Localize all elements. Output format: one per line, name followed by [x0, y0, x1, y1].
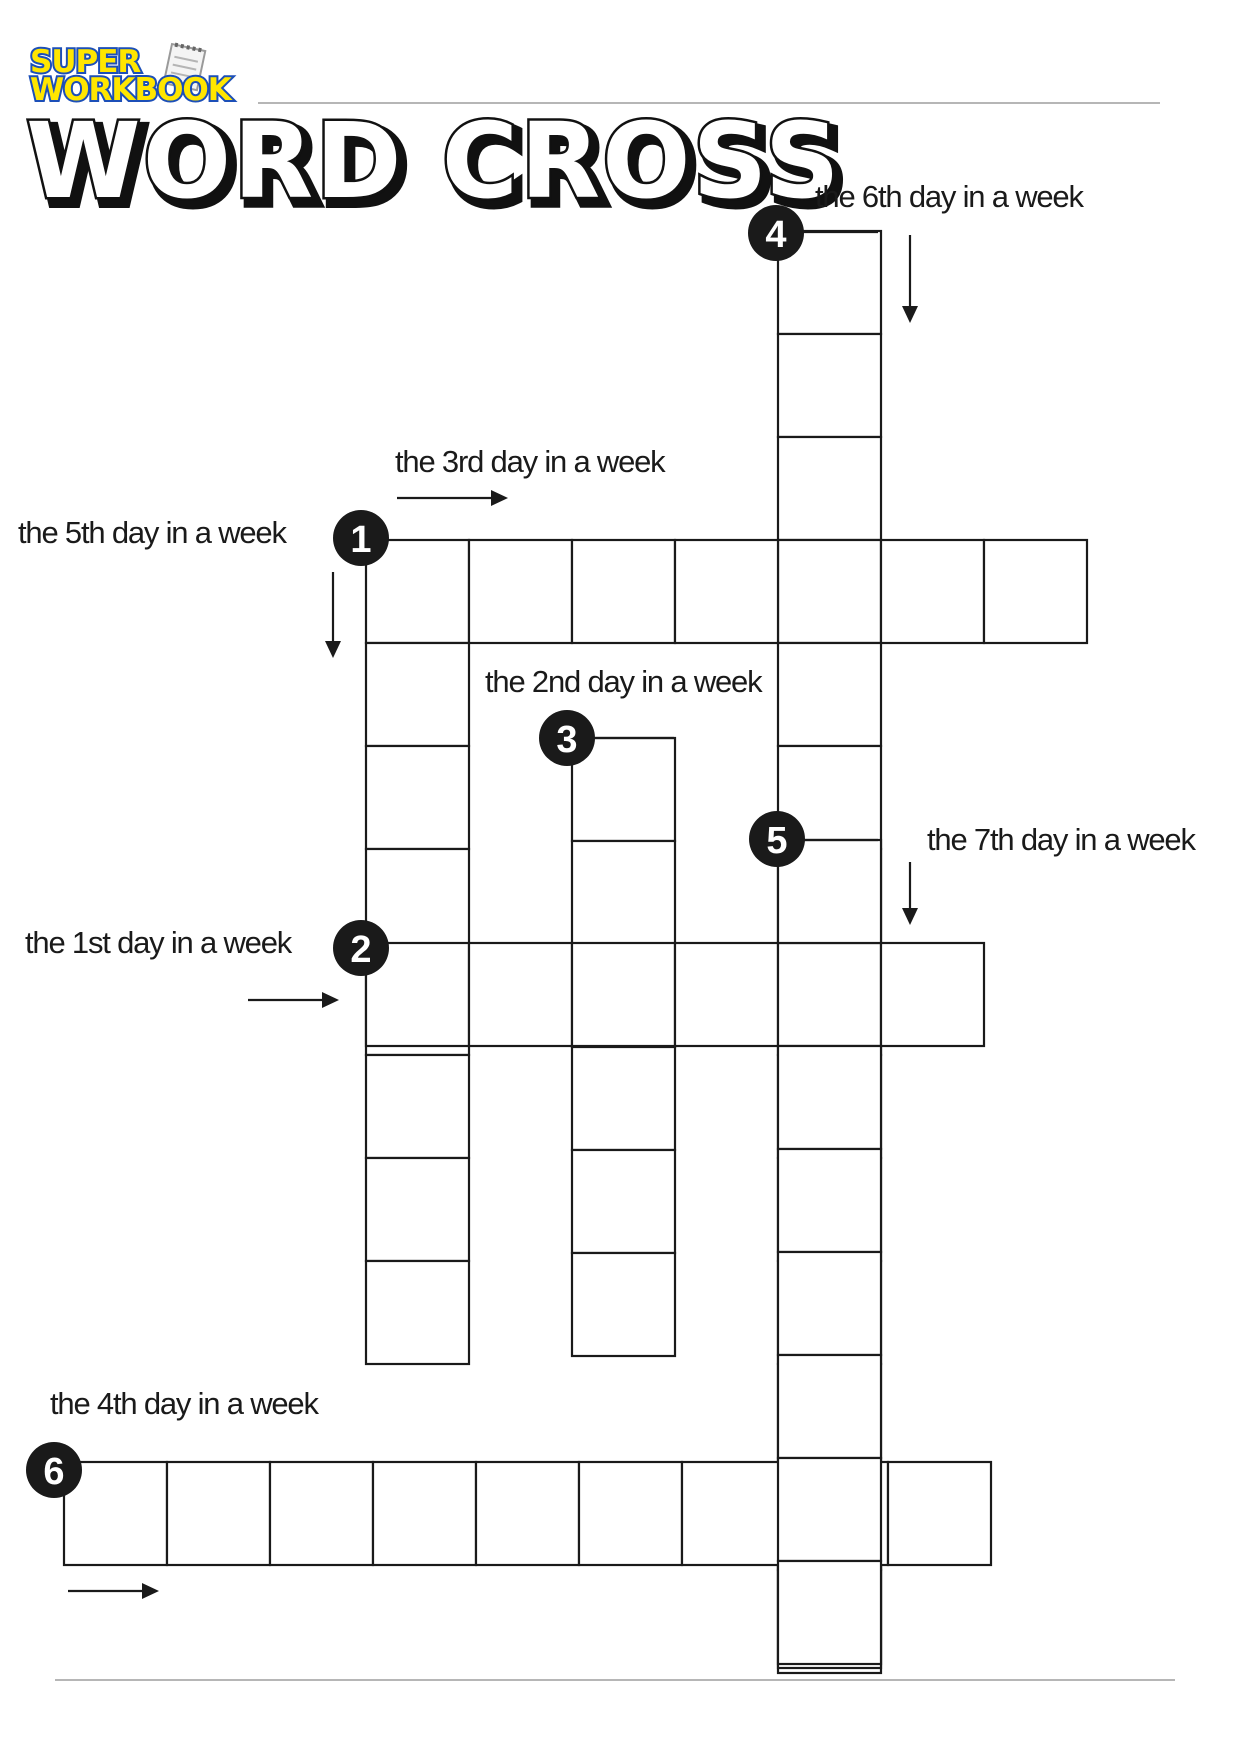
grid-cell[interactable] [570, 941, 677, 1048]
clue-5-number: 5 [766, 820, 787, 862]
clue-4-number: 4 [765, 214, 786, 256]
arrow-right-1a [397, 490, 508, 506]
grid-cell[interactable] [467, 941, 574, 1048]
grid-cell[interactable] [776, 1456, 883, 1563]
brand-logo: SUPER WORKBOOK [28, 42, 236, 110]
grid-cell[interactable] [364, 744, 471, 851]
grid-cell[interactable] [577, 1460, 684, 1567]
grid-cell[interactable] [776, 332, 883, 439]
clue-6-number: 6 [43, 1451, 64, 1493]
grid-cell[interactable] [776, 538, 883, 645]
clue-4-marker: 4 [748, 205, 804, 261]
crossword-grid [62, 229, 1089, 1675]
clue-4-text: the 6th day in a week [815, 179, 1084, 214]
grid-cell[interactable] [879, 538, 986, 645]
notepad-icon [162, 42, 207, 92]
grid-cell[interactable] [364, 1259, 471, 1366]
grid-cell[interactable] [982, 538, 1089, 645]
arrow-down-1 [325, 572, 341, 658]
clue-5-marker: 5 [749, 811, 805, 867]
grid-cell[interactable] [364, 641, 471, 748]
clue-3-number: 3 [556, 719, 577, 761]
grid-cell[interactable] [776, 1250, 883, 1357]
grid-cell[interactable] [570, 1251, 677, 1358]
arrow-right-2 [248, 992, 339, 1008]
clue-1-across-text: the 3rd day in a week [395, 444, 666, 479]
grid-cell[interactable] [467, 538, 574, 645]
grid-cell[interactable] [886, 1460, 993, 1567]
grid-cell[interactable] [570, 1148, 677, 1255]
grid-cell[interactable] [474, 1460, 581, 1567]
clue-6-marker: 6 [26, 1442, 82, 1498]
grid-cell[interactable] [570, 736, 677, 843]
arrow-right-6 [68, 1583, 159, 1599]
grid-cell[interactable] [776, 1353, 883, 1460]
grid-cell[interactable] [776, 1559, 883, 1666]
brand-line-1: SUPER [30, 44, 141, 80]
clue-2-text: the 1st day in a week [25, 925, 293, 960]
grid-cell[interactable] [776, 941, 883, 1048]
clue-2-number: 2 [350, 929, 371, 971]
grid-cell[interactable] [165, 1460, 272, 1567]
grid-cell[interactable] [364, 1053, 471, 1160]
clue-2-marker: 2 [333, 920, 389, 976]
grid-cell[interactable] [570, 1045, 677, 1152]
arrow-down-4 [902, 235, 918, 323]
grid-cell[interactable] [673, 941, 780, 1048]
grid-cell[interactable] [570, 839, 677, 946]
grid-cell[interactable] [371, 1460, 478, 1567]
grid-cell[interactable] [776, 1147, 883, 1254]
grid-cell[interactable] [570, 538, 677, 645]
grid-cell[interactable] [673, 538, 780, 645]
brand-line-2: WORKBOOK [30, 72, 233, 108]
page-title: WORD CROSS [26, 100, 842, 222]
clue-1-marker: 1 [333, 510, 389, 566]
clue-3-text: the 2nd day in a week [485, 664, 763, 699]
grid-cell[interactable] [62, 1460, 169, 1567]
clue-1-number: 1 [350, 519, 371, 561]
grid-cell[interactable] [776, 1044, 883, 1151]
title-shadow: WORD CROSS [32, 106, 848, 228]
grid-cell[interactable] [364, 847, 471, 954]
arrow-down-5 [902, 862, 918, 925]
clue-5-text: the 7th day in a week [927, 822, 1196, 857]
grid-cell[interactable] [879, 941, 986, 1048]
grid-cell[interactable] [776, 435, 883, 542]
grid-cell[interactable] [268, 1460, 375, 1567]
grid-cell[interactable] [364, 538, 471, 645]
grid-cell[interactable] [364, 1156, 471, 1263]
clue-6-text: the 4th day in a week [50, 1386, 319, 1421]
grid-cell[interactable] [680, 1460, 787, 1567]
grid-cell[interactable] [776, 641, 883, 748]
clue-3-marker: 3 [539, 710, 595, 766]
clue-1-text: the 5th day in a week [18, 515, 287, 550]
